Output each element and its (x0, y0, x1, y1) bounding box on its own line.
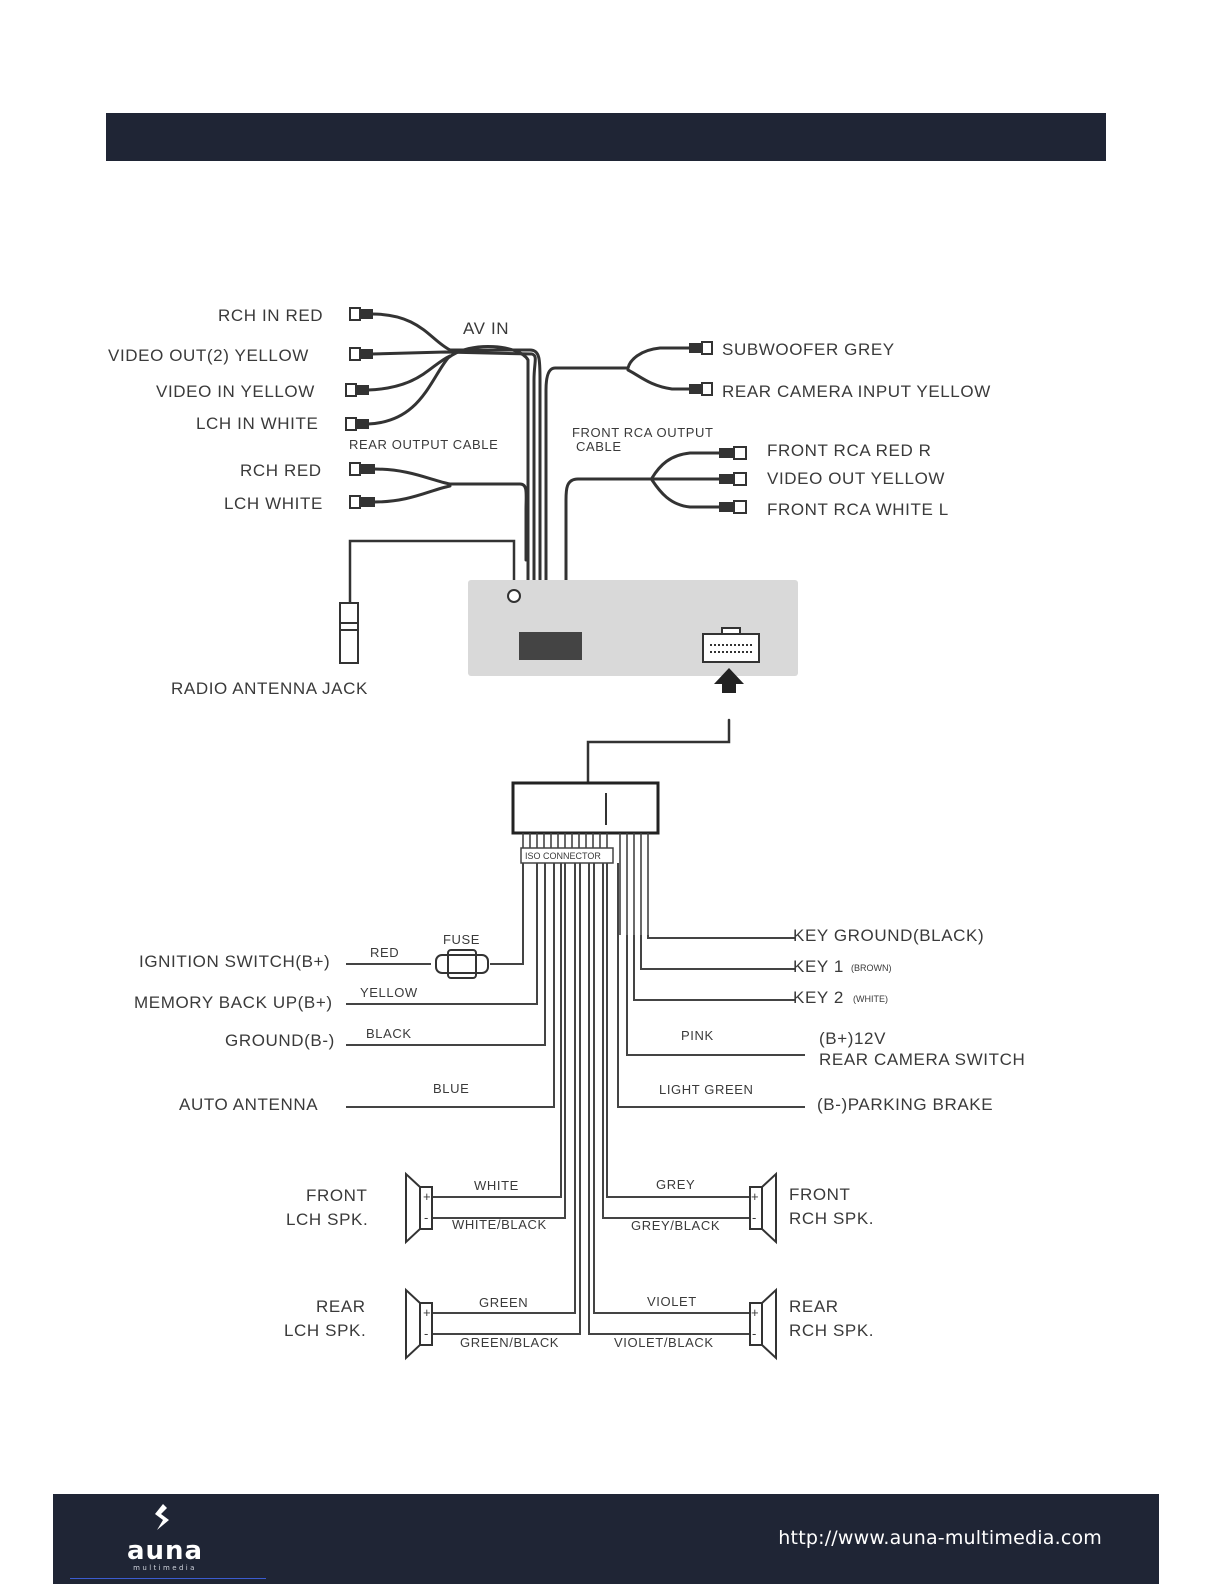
fuse-icon (435, 949, 489, 979)
label-memory-back-up: MEMORY BACK UP(B+) (134, 993, 333, 1012)
antenna-jack (339, 602, 359, 664)
label-iso-connector: ISO CONNECTOR (525, 851, 601, 861)
label-rear-camera-switch: REAR CAMERA SWITCH (819, 1050, 1025, 1069)
label-video-out2: VIDEO OUT(2) YELLOW (108, 346, 309, 365)
polarity-minus: - (424, 1326, 429, 1341)
label-front-rca-output: FRONT RCA OUTPUT (572, 425, 714, 440)
speaker-front-left-icon (405, 1171, 433, 1245)
wire-main-link (586, 718, 731, 785)
brand-name: auna (126, 1536, 204, 1566)
label-key-1: KEY 1 (793, 957, 844, 976)
polarity-plus: + (751, 1305, 759, 1320)
label-subwoofer: SUBWOOFER GREY (722, 340, 895, 359)
label-red: RED (370, 945, 399, 960)
wire-lch-in (366, 345, 530, 634)
label-blue: BLUE (433, 1081, 469, 1096)
label-violet: VIOLET (647, 1294, 697, 1309)
label-white: WHITE (474, 1178, 519, 1193)
header-bar (106, 113, 1106, 161)
label-parking-brake: (B-)PARKING BRAKE (817, 1095, 993, 1114)
iso-connector-block (511, 781, 660, 835)
label-key-ground: KEY GROUND(BLACK) (793, 926, 984, 945)
wire-video-in (366, 354, 452, 392)
label-rch-in-red: RCH IN RED (218, 306, 323, 325)
label-ignition-switch: IGNITION SWITCH(B+) (139, 952, 330, 971)
label-video-out: VIDEO OUT YELLOW (767, 469, 945, 488)
wire-rch-in (370, 312, 542, 634)
iso-socket (702, 627, 760, 663)
label-rear-right: REAR (789, 1297, 839, 1316)
polarity-plus: + (423, 1189, 431, 1204)
footer-url[interactable]: http://www.auna-multimedia.com (778, 1527, 1102, 1549)
wire-front-video-out (564, 477, 722, 634)
wire-rear-camera (626, 368, 692, 391)
label-key-1-color: (BROWN) (851, 963, 892, 973)
label-yellow: YELLOW (360, 985, 418, 1000)
label-front-right: FRONT (789, 1185, 851, 1204)
wire-video-out2 (370, 350, 537, 634)
polarity-plus: + (423, 1305, 431, 1320)
label-green-black: GREEN/BLACK (460, 1335, 559, 1350)
auna-logo-mark-icon (155, 1504, 169, 1530)
polarity-plus: + (751, 1189, 759, 1204)
label-auto-antenna: AUTO ANTENNA (179, 1095, 318, 1114)
wire-rear-output (372, 467, 528, 562)
label-rear-left: REAR (316, 1297, 366, 1316)
auna-logo: auna multimedia (113, 1500, 223, 1580)
label-white-black: WHITE/BLACK (452, 1217, 547, 1232)
label-front-left: FRONT (306, 1186, 368, 1205)
arrow-up-icon (714, 668, 744, 693)
label-green: GREEN (479, 1295, 528, 1310)
wire-subwoofer (544, 346, 694, 634)
label-rch-red: RCH RED (240, 461, 322, 480)
label-rch-spk-front: RCH SPK. (789, 1209, 874, 1228)
label-b12v: (B+)12V (819, 1029, 886, 1048)
brand-sub: multimedia (133, 1564, 197, 1572)
label-lch-spk-front: LCH SPK. (286, 1210, 368, 1229)
label-rch-spk-rear: RCH SPK. (789, 1321, 874, 1340)
label-grey: GREY (656, 1177, 695, 1192)
label-fuse: FUSE (443, 932, 480, 947)
speaker-rear-right-icon (749, 1287, 777, 1361)
label-black: BLACK (366, 1026, 412, 1041)
label-pink: PINK (681, 1028, 714, 1043)
label-lch-spk-rear: LCH SPK. (284, 1321, 366, 1340)
label-front-rca-cable: CABLE (576, 439, 622, 454)
footer: auna multimedia http://www.auna-multimed… (53, 1494, 1159, 1584)
label-key-2-color: (WHITE) (853, 994, 888, 1004)
label-grey-black: GREY/BLACK (631, 1218, 720, 1233)
label-rear-camera-input: REAR CAMERA INPUT YELLOW (722, 382, 991, 401)
wire-rear-output-l (372, 484, 452, 504)
speaker-rear-left-icon (405, 1287, 433, 1361)
wire-antenna (348, 539, 516, 607)
label-lch-white: LCH WHITE (224, 494, 323, 513)
label-video-in: VIDEO IN YELLOW (156, 382, 315, 401)
polarity-minus: - (752, 1326, 757, 1341)
speaker-front-right-icon (749, 1171, 777, 1245)
label-light-green: LIGHT GREEN (659, 1082, 754, 1097)
label-front-rca-white: FRONT RCA WHITE L (767, 500, 949, 519)
label-violet-black: VIOLET/BLACK (614, 1335, 714, 1350)
wire-front-rca-white (650, 478, 722, 509)
wire-front-rca-red (650, 451, 722, 480)
footer-link-underline (70, 1578, 266, 1579)
label-av-in: AV IN (463, 319, 509, 338)
label-front-rca-red: FRONT RCA RED R (767, 441, 932, 460)
label-key-2: KEY 2 (793, 988, 844, 1007)
label-lch-in: LCH IN WHITE (196, 414, 318, 433)
polarity-minus: - (424, 1210, 429, 1225)
label-ground: GROUND(B-) (225, 1031, 335, 1050)
label-radio-antenna-jack: RADIO ANTENNA JACK (171, 679, 368, 698)
av-socket (519, 632, 582, 660)
label-rear-output-cable: REAR OUTPUT CABLE (349, 437, 498, 452)
polarity-minus: - (752, 1210, 757, 1225)
